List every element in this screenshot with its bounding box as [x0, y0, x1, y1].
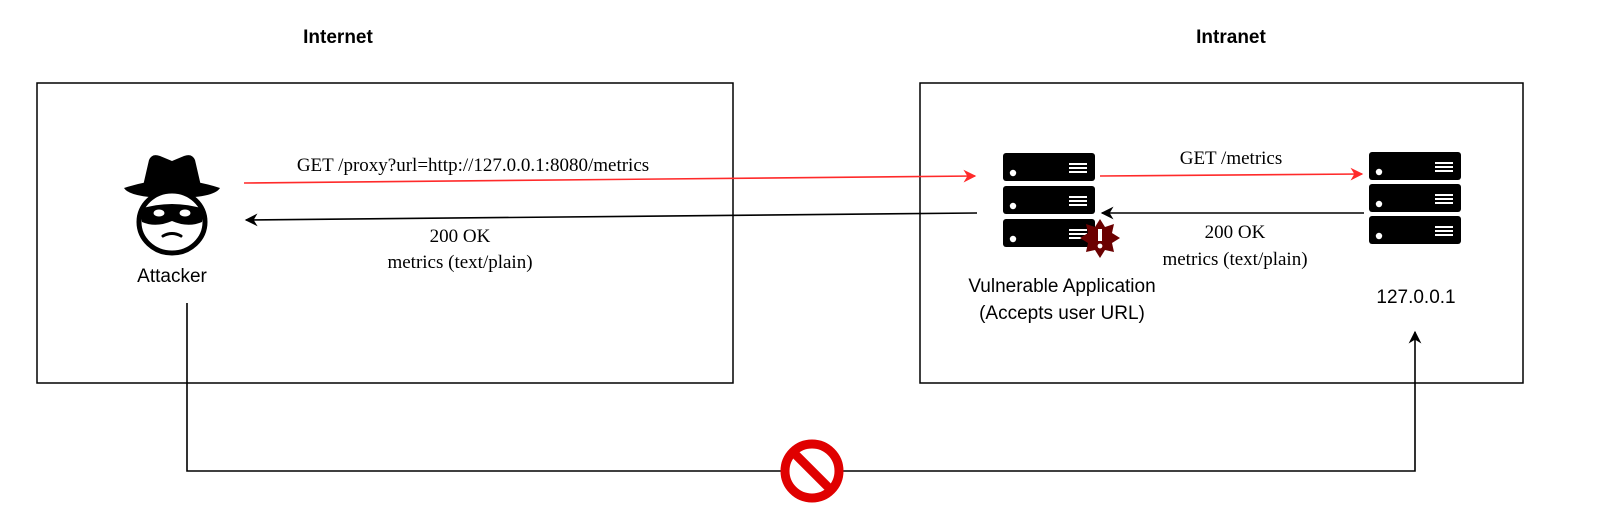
internal-response-body: metrics (text/plain) [1162, 249, 1307, 270]
app-response-arrow [244, 212, 978, 227]
localhost-server-icon [1369, 152, 1461, 244]
vulnerable-app-label: Vulnerable Application [968, 276, 1155, 297]
attacker-label: Attacker [137, 266, 207, 287]
vulnerable-app-sublabel: (Accepts user URL) [979, 303, 1145, 324]
attacker-request-label: GET /proxy?url=http://127.0.0.1:8080/met… [297, 155, 649, 176]
internal-response-status: 200 OK [1205, 222, 1266, 243]
vulnerable-app-server-icon [1003, 153, 1095, 247]
internal-request-arrow [1099, 167, 1364, 181]
localhost-label: 127.0.0.1 [1376, 287, 1455, 308]
spy-icon [124, 155, 220, 256]
warning-badge-icon [1080, 219, 1120, 258]
intranet-zone-box [919, 82, 1524, 384]
internet-zone-box [36, 82, 734, 384]
attacker-request-arrow [243, 169, 977, 184]
app-response-status: 200 OK [430, 226, 491, 247]
internal-request-label: GET /metrics [1180, 148, 1283, 169]
app-response-body: metrics (text/plain) [387, 252, 532, 273]
intranet-zone-title: Intranet [1196, 27, 1266, 48]
prohibited-icon [780, 439, 844, 503]
internet-zone-title: Internet [303, 27, 373, 48]
